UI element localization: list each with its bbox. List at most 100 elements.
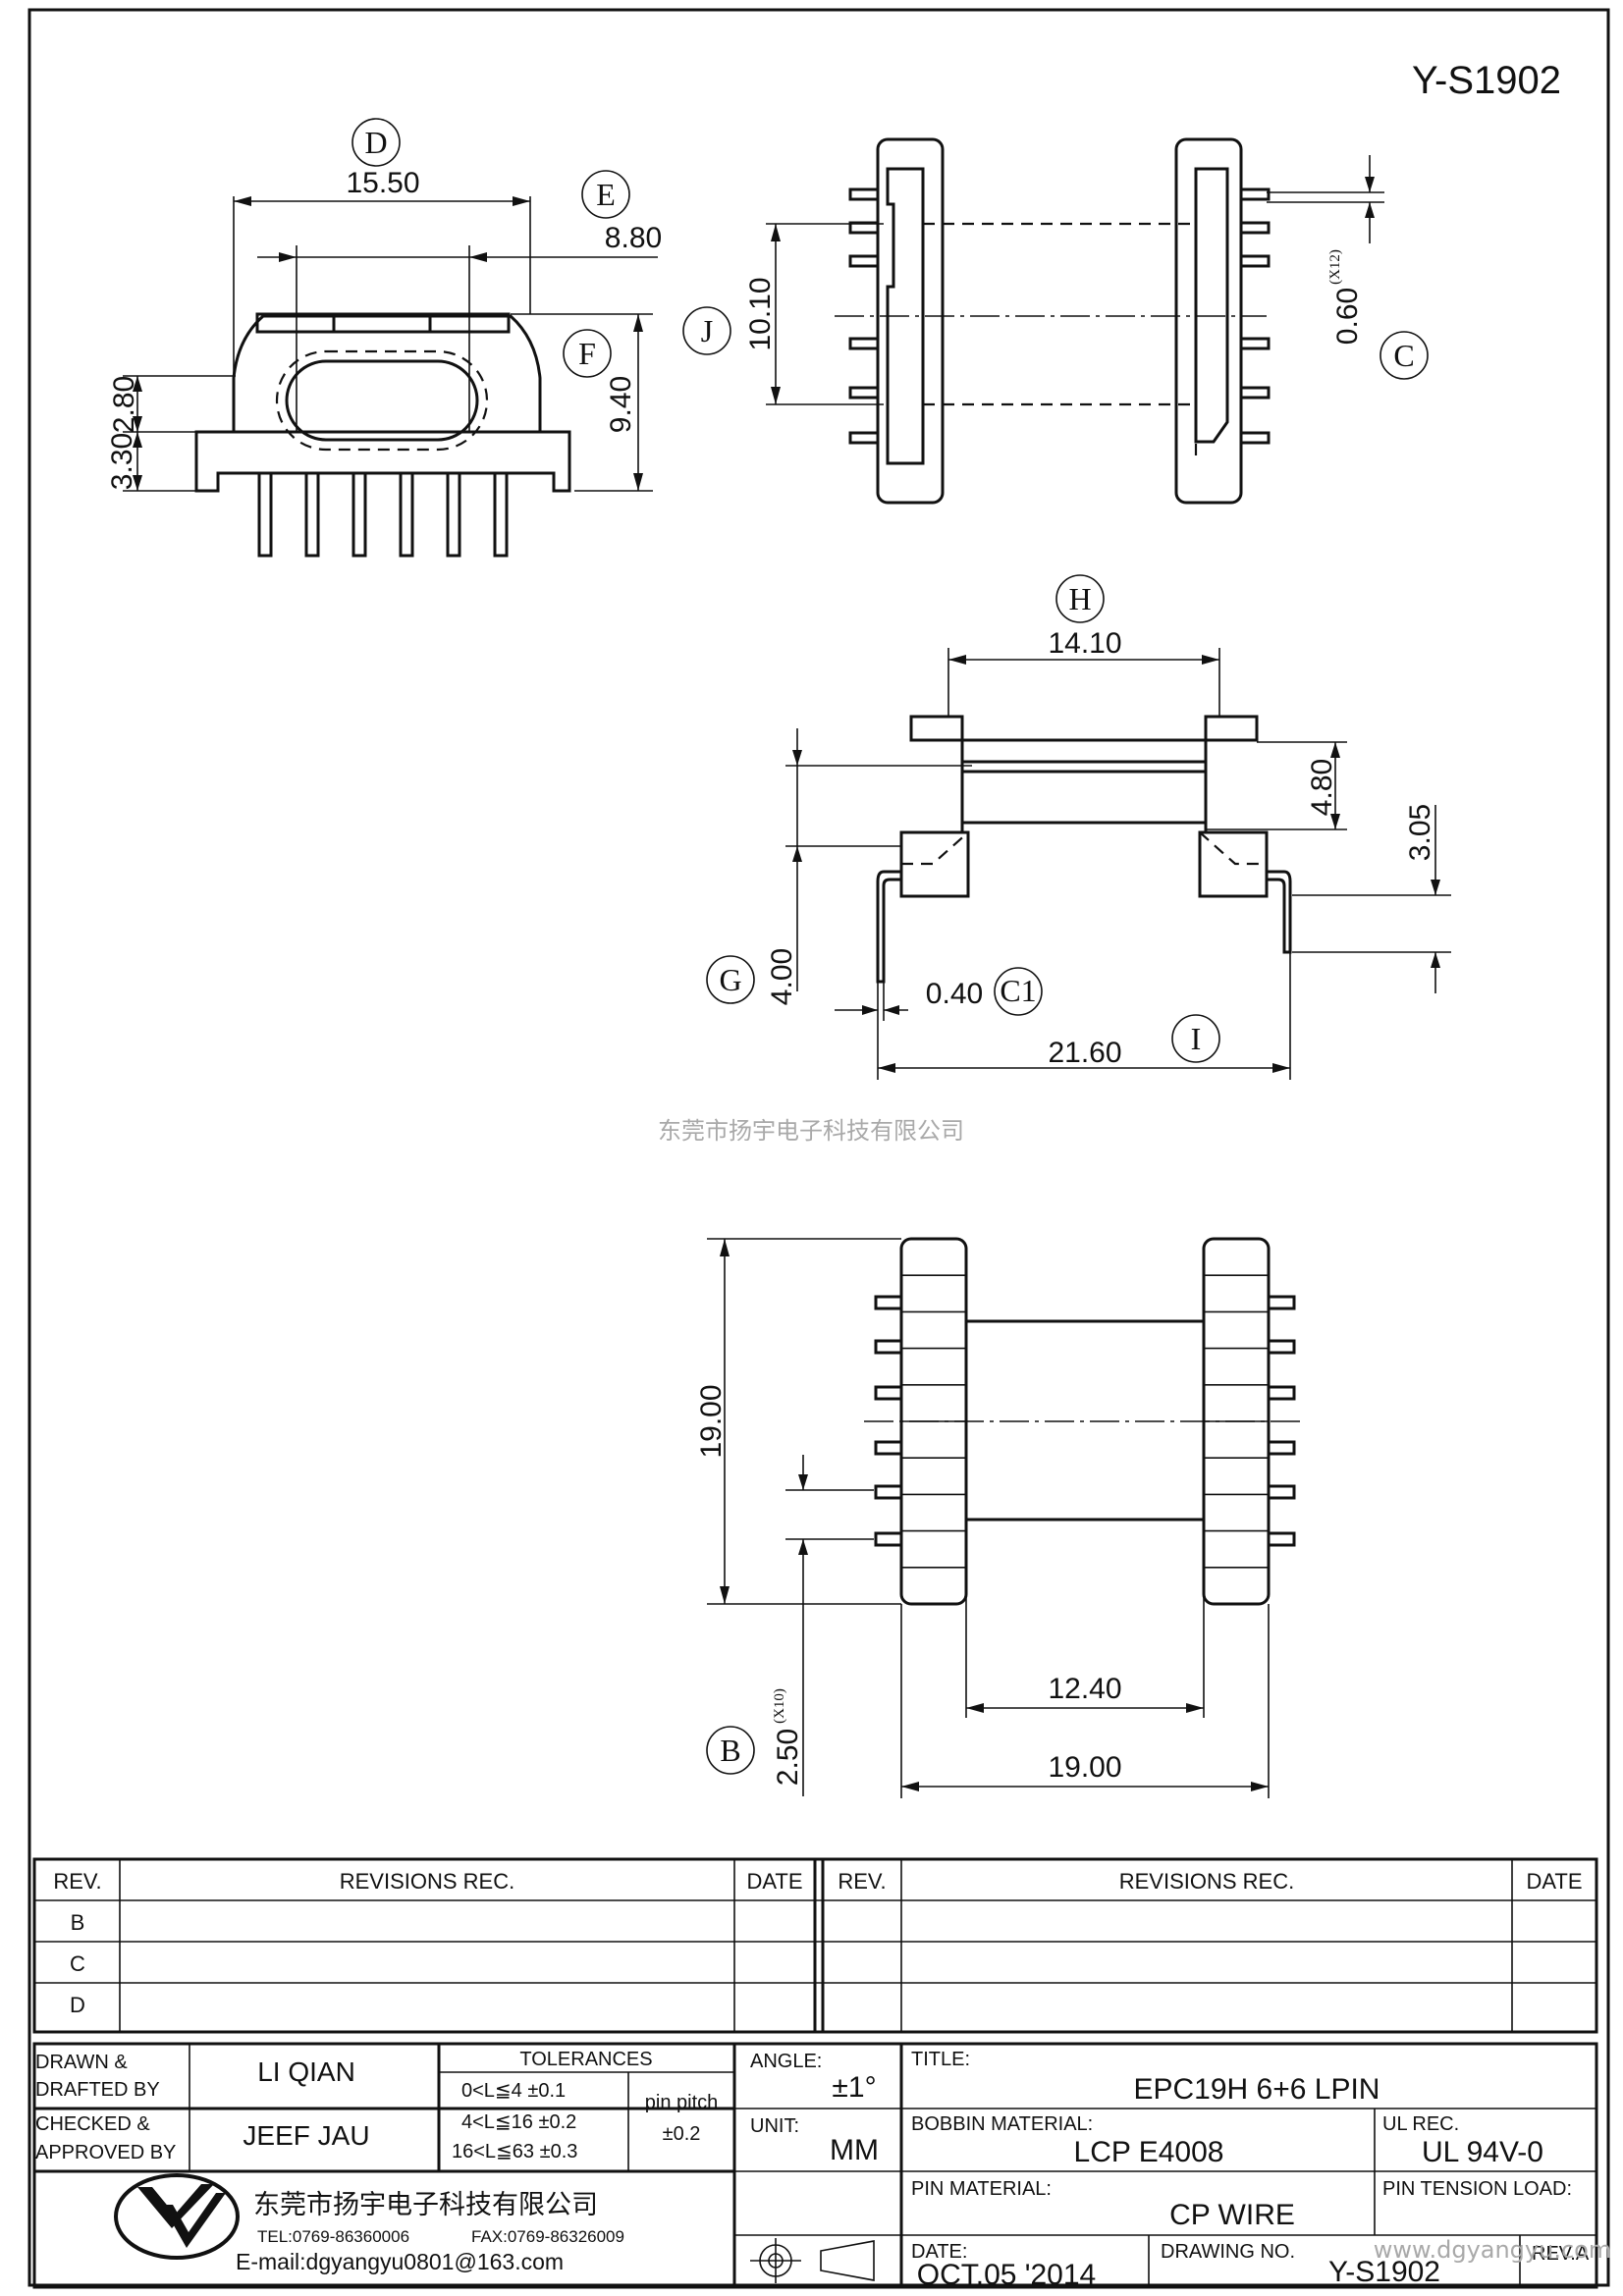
- pin-tension-label: PIN TENSION LOAD:: [1382, 2178, 1572, 2200]
- pin: [1239, 337, 1271, 350]
- corner-watermark: www.dgyangyu.com: [1374, 2236, 1611, 2264]
- dim-12-40: 12.40: [1048, 1673, 1121, 1705]
- pin-pitch-value: ±0.2: [663, 2123, 701, 2145]
- pin-material-label: PIN MATERIAL:: [911, 2178, 1052, 2200]
- pin: [1239, 187, 1271, 201]
- dim-19-00-horizontal: 19.00: [1048, 1751, 1121, 1784]
- rev-label: REV.A: [1532, 2243, 1590, 2265]
- pin: [1267, 1339, 1296, 1355]
- dim-9-40: 9.40: [605, 376, 637, 433]
- callout-H: H: [1068, 581, 1091, 616]
- pin-material-value: CP WIRE: [1169, 2199, 1295, 2231]
- pin: [1239, 386, 1271, 400]
- pin: [1267, 1385, 1296, 1401]
- callout-C1: C1: [1000, 973, 1036, 1008]
- dim-10-10: 10.10: [744, 277, 777, 350]
- pin: [874, 1295, 903, 1310]
- callout-J: J: [701, 313, 713, 348]
- pin-pitch-label: pin pitch: [645, 2092, 719, 2113]
- side-view: 14.10 4.80 3.05 4.00 0.40 21.60 H G C1 I: [706, 574, 1451, 1080]
- unit-value: MM: [830, 2134, 879, 2166]
- dim-8-80: 8.80: [605, 222, 662, 254]
- revision-table: REV. REVISIONS REC. DATE REV. REVISIONS …: [32, 1857, 1598, 2034]
- ul-rec-label: UL REC.: [1382, 2113, 1459, 2135]
- pin: [848, 386, 880, 400]
- angle-label: ANGLE:: [750, 2051, 822, 2072]
- company-tel: TEL:0769-86360006: [257, 2227, 409, 2246]
- pin: [874, 1339, 903, 1355]
- rev-row-label: C: [70, 1951, 85, 1976]
- watermark-text: 东莞市扬宇电子科技有限公司: [658, 1117, 964, 1145]
- dim-0-60: 0.60: [1331, 288, 1364, 345]
- title-label: TITLE:: [911, 2049, 970, 2070]
- pin: [1267, 1295, 1296, 1310]
- callout-C: C: [1393, 338, 1414, 373]
- callout-G: G: [719, 962, 741, 997]
- callout-F: F: [578, 336, 596, 371]
- company-name: 东莞市扬宇电子科技有限公司: [253, 2190, 598, 2220]
- pin: [848, 254, 880, 268]
- pin: [848, 337, 880, 350]
- checked-by-name: JEEF JAU: [243, 2120, 369, 2151]
- bobbin-material-value: LCP E4008: [1074, 2136, 1224, 2168]
- callout-D: D: [364, 125, 387, 160]
- pin: [493, 471, 509, 558]
- pin: [1267, 1440, 1296, 1456]
- company-logo: [114, 2173, 240, 2260]
- tolerance-row: 16<L≦63 ±0.3: [452, 2141, 577, 2163]
- pin: [446, 471, 461, 558]
- rev-header-left: REV.: [53, 1869, 101, 1894]
- revisions-header-left: REVISIONS REC.: [340, 1869, 514, 1894]
- title-block: DRAWN & DRAFTED BY LI QIAN CHECKED & APP…: [32, 2042, 1611, 2291]
- title-value: EPC19H 6+6 LPIN: [1134, 2073, 1380, 2106]
- checked-label-1: CHECKED &: [35, 2113, 150, 2135]
- projection-symbol-icon: [750, 2238, 875, 2283]
- pin: [848, 431, 880, 445]
- dim-4-80: 4.80: [1306, 759, 1338, 816]
- pin: [848, 221, 880, 235]
- dim-14-10: 14.10: [1048, 627, 1121, 660]
- date-value: OCT.05 '2014: [917, 2259, 1097, 2291]
- pin: [1267, 1484, 1296, 1500]
- callout-B: B: [720, 1733, 740, 1768]
- tolerances-header: TOLERANCES: [519, 2049, 652, 2070]
- drawn-by-name: LI QIAN: [257, 2056, 355, 2087]
- pin: [874, 1385, 903, 1401]
- pin: [1239, 431, 1271, 445]
- pin: [1239, 254, 1271, 268]
- callout-E: E: [596, 177, 616, 212]
- rev-row-label: D: [70, 1993, 85, 2017]
- rev-row-label: B: [71, 1910, 85, 1935]
- bottom-view: 19.00 12.40 19.00 2.50 (X10) B: [695, 1237, 1306, 1798]
- date-label: DATE:: [911, 2241, 967, 2263]
- company-fax: FAX:0769-86326009: [471, 2227, 624, 2246]
- bobbin-material-label: BOBBIN MATERIAL:: [911, 2113, 1093, 2135]
- dim-0-40: 0.40: [926, 978, 983, 1010]
- pin: [1267, 1531, 1296, 1547]
- pin: [304, 471, 320, 558]
- pin: [399, 471, 414, 558]
- dim-2-80: 2.80: [108, 376, 140, 433]
- date-header-left: DATE: [746, 1869, 802, 1894]
- pin: [257, 471, 273, 558]
- pin: [874, 1440, 903, 1456]
- pin: [848, 187, 880, 201]
- front-view: 15.50 8.80 9.40 2.80 3.30 D E F: [106, 118, 662, 558]
- dim-4-00: 4.00: [766, 948, 798, 1005]
- drawing-no-label: DRAWING NO.: [1161, 2241, 1295, 2263]
- tolerance-row: 4<L≦16 ±0.2: [461, 2111, 576, 2133]
- pin: [1239, 221, 1271, 235]
- drawn-label-2: DRAFTED BY: [35, 2079, 160, 2101]
- dim-19-00-vertical: 19.00: [695, 1384, 728, 1458]
- dim-3-30: 3.30: [106, 433, 138, 490]
- dim-3-05: 3.05: [1404, 804, 1436, 861]
- pin: [874, 1484, 903, 1500]
- date-header-right: DATE: [1526, 1869, 1582, 1894]
- drawing-no-value: Y-S1902: [1328, 2256, 1440, 2288]
- ul-rec-value: UL 94V-0: [1422, 2136, 1543, 2168]
- rev-header-right: REV.: [838, 1869, 886, 1894]
- pin: [874, 1531, 903, 1547]
- dim-2-50-mult: (X10): [772, 1688, 787, 1724]
- top-view: 10.10 0.60 (X12) J C: [682, 137, 1429, 505]
- unit-label: UNIT:: [750, 2115, 799, 2137]
